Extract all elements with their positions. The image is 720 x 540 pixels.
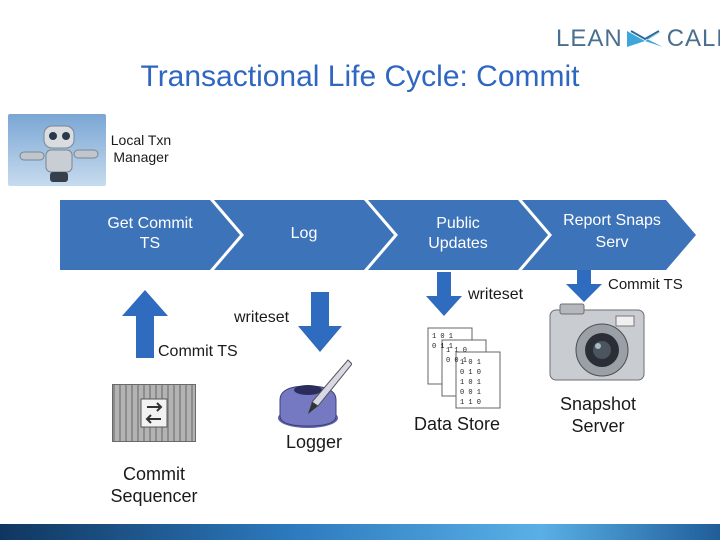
step-label-log: Log (290, 225, 318, 242)
flow-label-writeset-store: writeset (468, 286, 524, 303)
arrow-up-commit-ts (122, 290, 168, 358)
svg-text:0 1 0: 0 1 0 (460, 369, 481, 377)
robot-icon (8, 114, 106, 186)
chevron-public-updates (368, 200, 548, 270)
snapshot-server-label: Snapshot Server (559, 394, 637, 436)
data-store-label: Data Store (413, 414, 501, 434)
flow-label-commit-ts-up: Commit TS (158, 343, 238, 360)
svg-text:1 0 1: 1 0 1 (460, 379, 481, 387)
chevron-get-commit-ts (60, 200, 240, 270)
arrow-down-writeset-logger (298, 292, 342, 352)
step-label-report: Report Snaps Serv (563, 212, 661, 252)
svg-text:1 1 0: 1 1 0 (460, 399, 481, 407)
svg-text:1 0 1: 1 0 1 (432, 333, 453, 341)
logger-icon (272, 356, 353, 432)
chevron-log (214, 200, 394, 270)
arrow-down-commit-ts-snapshot (566, 270, 602, 302)
svg-text:0 0 1: 0 0 1 (446, 357, 467, 365)
flow-label-writeset-logger: writeset (234, 309, 290, 326)
company-logo: LEAN CALE (556, 24, 720, 54)
svg-text:1 1 0: 1 1 0 (446, 347, 467, 355)
camera-icon (546, 300, 648, 386)
commit-sequencer-label: Commit Sequencer (110, 464, 198, 506)
svg-text:1 0 1: 1 0 1 (460, 359, 481, 367)
commit-sequencer-icon (112, 384, 196, 442)
svg-text:0 1 1: 0 1 1 (432, 343, 453, 351)
flow-label-commit-ts-snapshot: Commit TS (608, 276, 683, 293)
footer-band (0, 524, 720, 540)
logo-text-left: LEAN (556, 25, 623, 52)
logo-mark-icon (626, 30, 663, 47)
step-label-public-updates: Public Updates (428, 215, 488, 252)
chevron-report (522, 200, 696, 270)
txn-manager-label: Local Txn Manager (110, 132, 172, 165)
arrow-down-writeset-store (426, 272, 462, 316)
logger-label: Logger (285, 432, 343, 452)
step-label-get-commit-ts: Get Commit TS (107, 215, 193, 252)
slide-title: Transactional Life Cycle: Commit (140, 60, 580, 93)
svg-text:0 0 1: 0 0 1 (460, 389, 481, 397)
logo-text-right: CALE (666, 25, 720, 52)
process-chevron-row (60, 200, 696, 270)
